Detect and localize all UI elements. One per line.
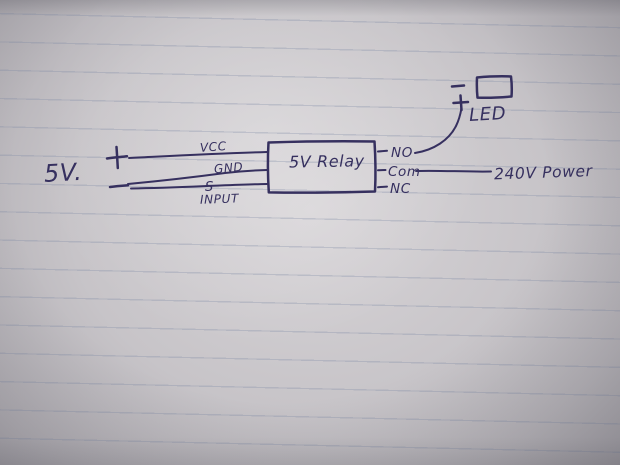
com-label: Com: [388, 164, 421, 180]
wire-no-to-led: [414, 107, 463, 154]
gnd-label: GND: [213, 160, 243, 177]
wire-gnd: [127, 169, 268, 185]
led-minus-icon: [450, 84, 466, 88]
wire-vcc: [128, 151, 268, 159]
plus-icon: [105, 145, 129, 170]
wire-signal: [130, 183, 268, 190]
wire-com-to-power: [415, 169, 492, 173]
relay-box: [266, 140, 377, 194]
supply-label: 5V.: [43, 158, 83, 188]
pin-no-dash: [377, 149, 388, 153]
power-label: 240V Power: [494, 162, 594, 183]
led-plus-icon: [452, 94, 470, 112]
led-box: [475, 75, 514, 99]
led-label: LED: [469, 103, 507, 126]
input-label: INPUT: [200, 191, 240, 206]
vcc-label: VCC: [199, 139, 227, 155]
no-label: NO: [391, 145, 413, 161]
minus-icon: [108, 184, 130, 189]
pin-nc-dash: [377, 185, 388, 189]
s-label: S: [205, 180, 214, 195]
relay-label: 5V Relay: [289, 151, 365, 171]
nc-label: NC: [390, 181, 411, 197]
